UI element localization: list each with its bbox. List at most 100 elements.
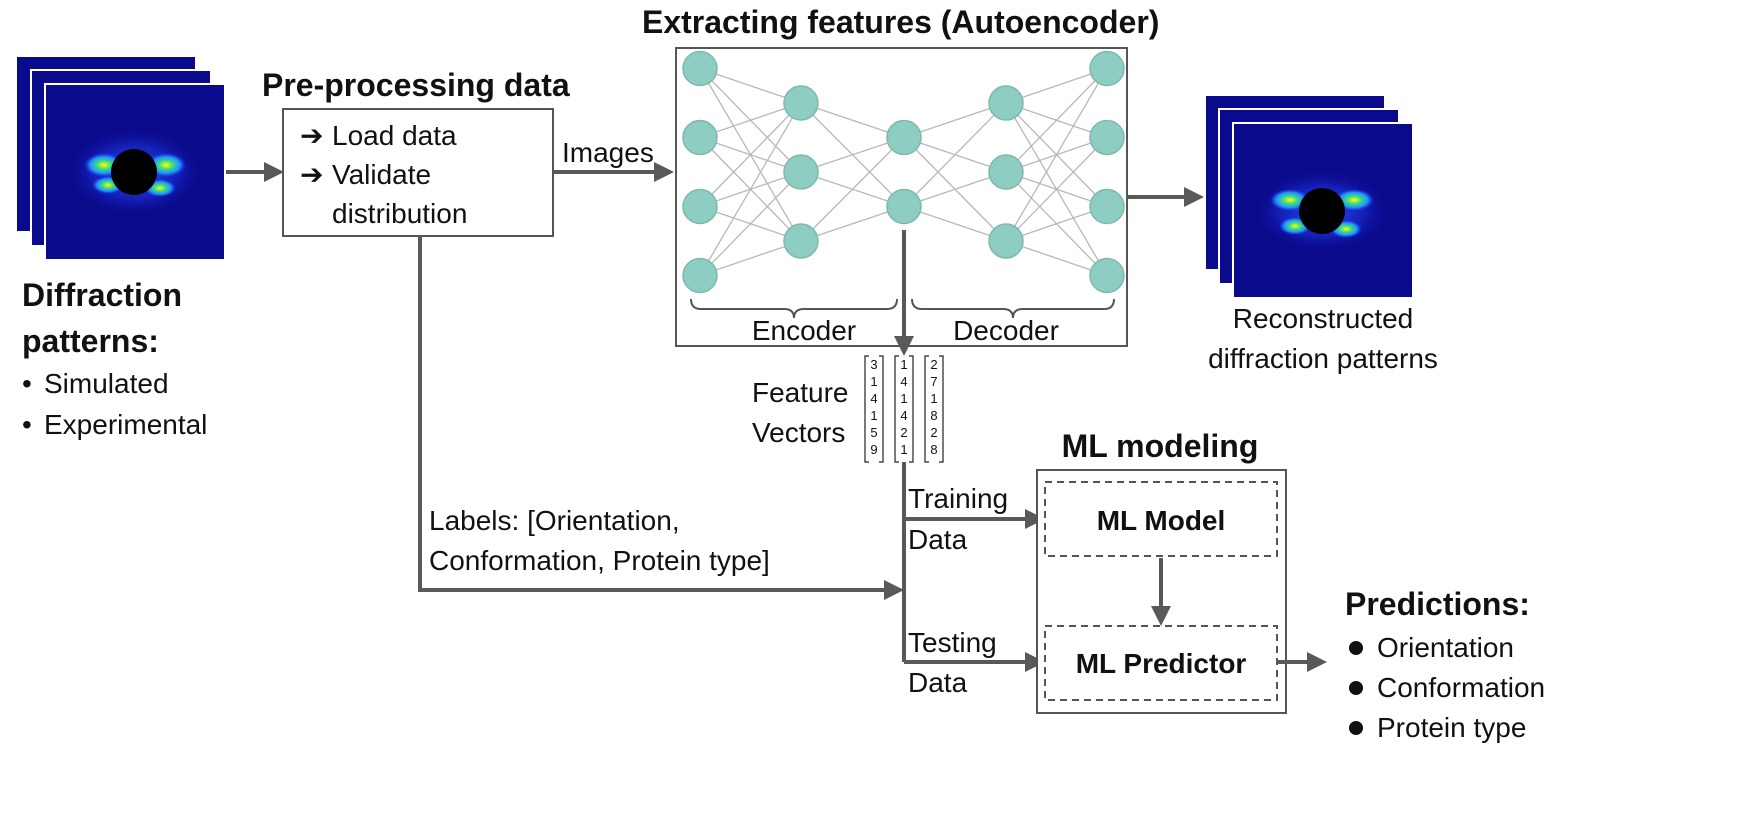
step-validate: Validate bbox=[332, 159, 431, 190]
step-distribution: distribution bbox=[332, 198, 467, 229]
prediction-protein-type: Protein type bbox=[1377, 712, 1526, 743]
network-edge bbox=[903, 171, 1007, 208]
vector-value: 8 bbox=[930, 442, 937, 457]
training-data-line1: Training bbox=[908, 483, 1008, 514]
vector-value: 2 bbox=[930, 357, 937, 372]
vector-bracket-left bbox=[864, 355, 869, 463]
vector-value: 1 bbox=[870, 408, 877, 423]
vector-value: 4 bbox=[900, 374, 907, 389]
network-edge bbox=[699, 171, 802, 276]
vector-value: 1 bbox=[900, 357, 907, 372]
reconstructed-card-front bbox=[1232, 122, 1414, 299]
network-node bbox=[1089, 50, 1125, 87]
network-node bbox=[682, 188, 718, 225]
decoder-label: Decoder bbox=[953, 315, 1059, 346]
labels-line2: Conformation, Protein type] bbox=[429, 545, 770, 576]
vector-bracket-right bbox=[909, 355, 914, 463]
reconstructed-label-line1: Reconstructed bbox=[1233, 303, 1414, 334]
right-arrow-icon: ➔ bbox=[300, 159, 323, 190]
network-node bbox=[1089, 119, 1125, 156]
vector-value: 4 bbox=[900, 408, 907, 423]
vector-value: 3 bbox=[870, 357, 877, 372]
network-edge bbox=[699, 102, 802, 207]
network-edge bbox=[699, 102, 802, 139]
prediction-conformation: Conformation bbox=[1377, 672, 1545, 703]
diffraction-types-list: • Simulated • Experimental bbox=[22, 368, 207, 440]
network-node bbox=[886, 188, 922, 225]
ml-model-box: ML Model bbox=[1044, 481, 1278, 557]
bullet-icon: • bbox=[22, 409, 32, 440]
autoencoder-title: Extracting features (Autoencoder) bbox=[642, 4, 1159, 40]
network-edge bbox=[903, 102, 1007, 139]
vector-value: 7 bbox=[930, 374, 937, 389]
vector-value: 4 bbox=[870, 391, 877, 406]
pattern-card-front bbox=[44, 83, 226, 261]
diffraction-type-simulated: Simulated bbox=[44, 368, 169, 399]
ml-modeling-title: ML modeling bbox=[1062, 428, 1259, 464]
network-node bbox=[988, 223, 1024, 259]
encoder-brace bbox=[690, 298, 898, 319]
preprocessing-box: ➔ Load data ➔ Validate distribution bbox=[282, 108, 554, 237]
network-edge bbox=[1005, 137, 1108, 242]
network-node bbox=[886, 119, 922, 156]
network-edge bbox=[1005, 68, 1108, 242]
vector-value: 2 bbox=[900, 425, 907, 440]
network-edge bbox=[800, 205, 905, 242]
network-node bbox=[1089, 188, 1125, 225]
step-load-data: Load data bbox=[332, 120, 457, 151]
predictions-list: Orientation Conformation Protein type bbox=[1349, 632, 1545, 743]
feature-vectors-label-line2: Vectors bbox=[752, 417, 845, 448]
network-edge bbox=[800, 136, 905, 173]
feature-vector: 1 4 1 4 2 1 bbox=[894, 355, 914, 463]
network-node bbox=[988, 154, 1024, 190]
autoencoder-connections bbox=[699, 67, 1108, 277]
decoder-brace bbox=[911, 298, 1115, 319]
bullet-icon bbox=[1349, 721, 1363, 735]
predictions-title: Predictions: bbox=[1345, 586, 1530, 622]
reconstructed-label-line2: diffraction patterns bbox=[1208, 343, 1438, 374]
diffraction-title-line2: patterns: bbox=[22, 323, 159, 359]
network-edge bbox=[1005, 68, 1108, 173]
network-edge bbox=[903, 102, 1007, 207]
vector-bracket-left bbox=[894, 355, 899, 463]
prediction-orientation: Orientation bbox=[1377, 632, 1514, 663]
bullet-icon bbox=[1349, 681, 1363, 695]
autoencoder-nodes bbox=[682, 50, 1125, 294]
images-label: Images bbox=[562, 137, 654, 168]
network-node bbox=[988, 85, 1024, 121]
network-node bbox=[682, 257, 718, 294]
network-node bbox=[1089, 257, 1125, 294]
network-edge bbox=[699, 240, 802, 277]
vector-value: 8 bbox=[930, 408, 937, 423]
network-node bbox=[783, 85, 819, 121]
vector-value: 9 bbox=[870, 442, 877, 457]
training-data-line2: Data bbox=[908, 524, 968, 555]
ml-predictor-label: ML Predictor bbox=[1076, 648, 1247, 679]
network-edge bbox=[1005, 67, 1108, 104]
vector-value: 1 bbox=[900, 391, 907, 406]
vector-value: 1 bbox=[870, 374, 877, 389]
vector-value: 2 bbox=[930, 425, 937, 440]
network-node bbox=[783, 154, 819, 190]
vector-bracket-right bbox=[879, 355, 884, 463]
network-node bbox=[682, 50, 718, 87]
right-arrow-icon: ➔ bbox=[300, 120, 323, 151]
network-edge bbox=[800, 137, 905, 242]
preprocessing-title: Pre-processing data bbox=[262, 67, 570, 103]
network-edge bbox=[1005, 205, 1108, 242]
network-edge bbox=[699, 102, 802, 276]
ml-model-label: ML Model bbox=[1097, 505, 1226, 536]
vector-bracket-right bbox=[939, 355, 944, 463]
diffraction-title: Diffraction patterns: bbox=[22, 277, 182, 359]
bullet-icon: • bbox=[22, 368, 32, 399]
testing-data-line1: Testing bbox=[908, 627, 997, 658]
bullet-icon bbox=[1349, 641, 1363, 655]
vector-value: 1 bbox=[900, 442, 907, 457]
network-edge bbox=[1005, 240, 1108, 277]
network-node bbox=[783, 223, 819, 259]
network-edge bbox=[903, 205, 1007, 242]
